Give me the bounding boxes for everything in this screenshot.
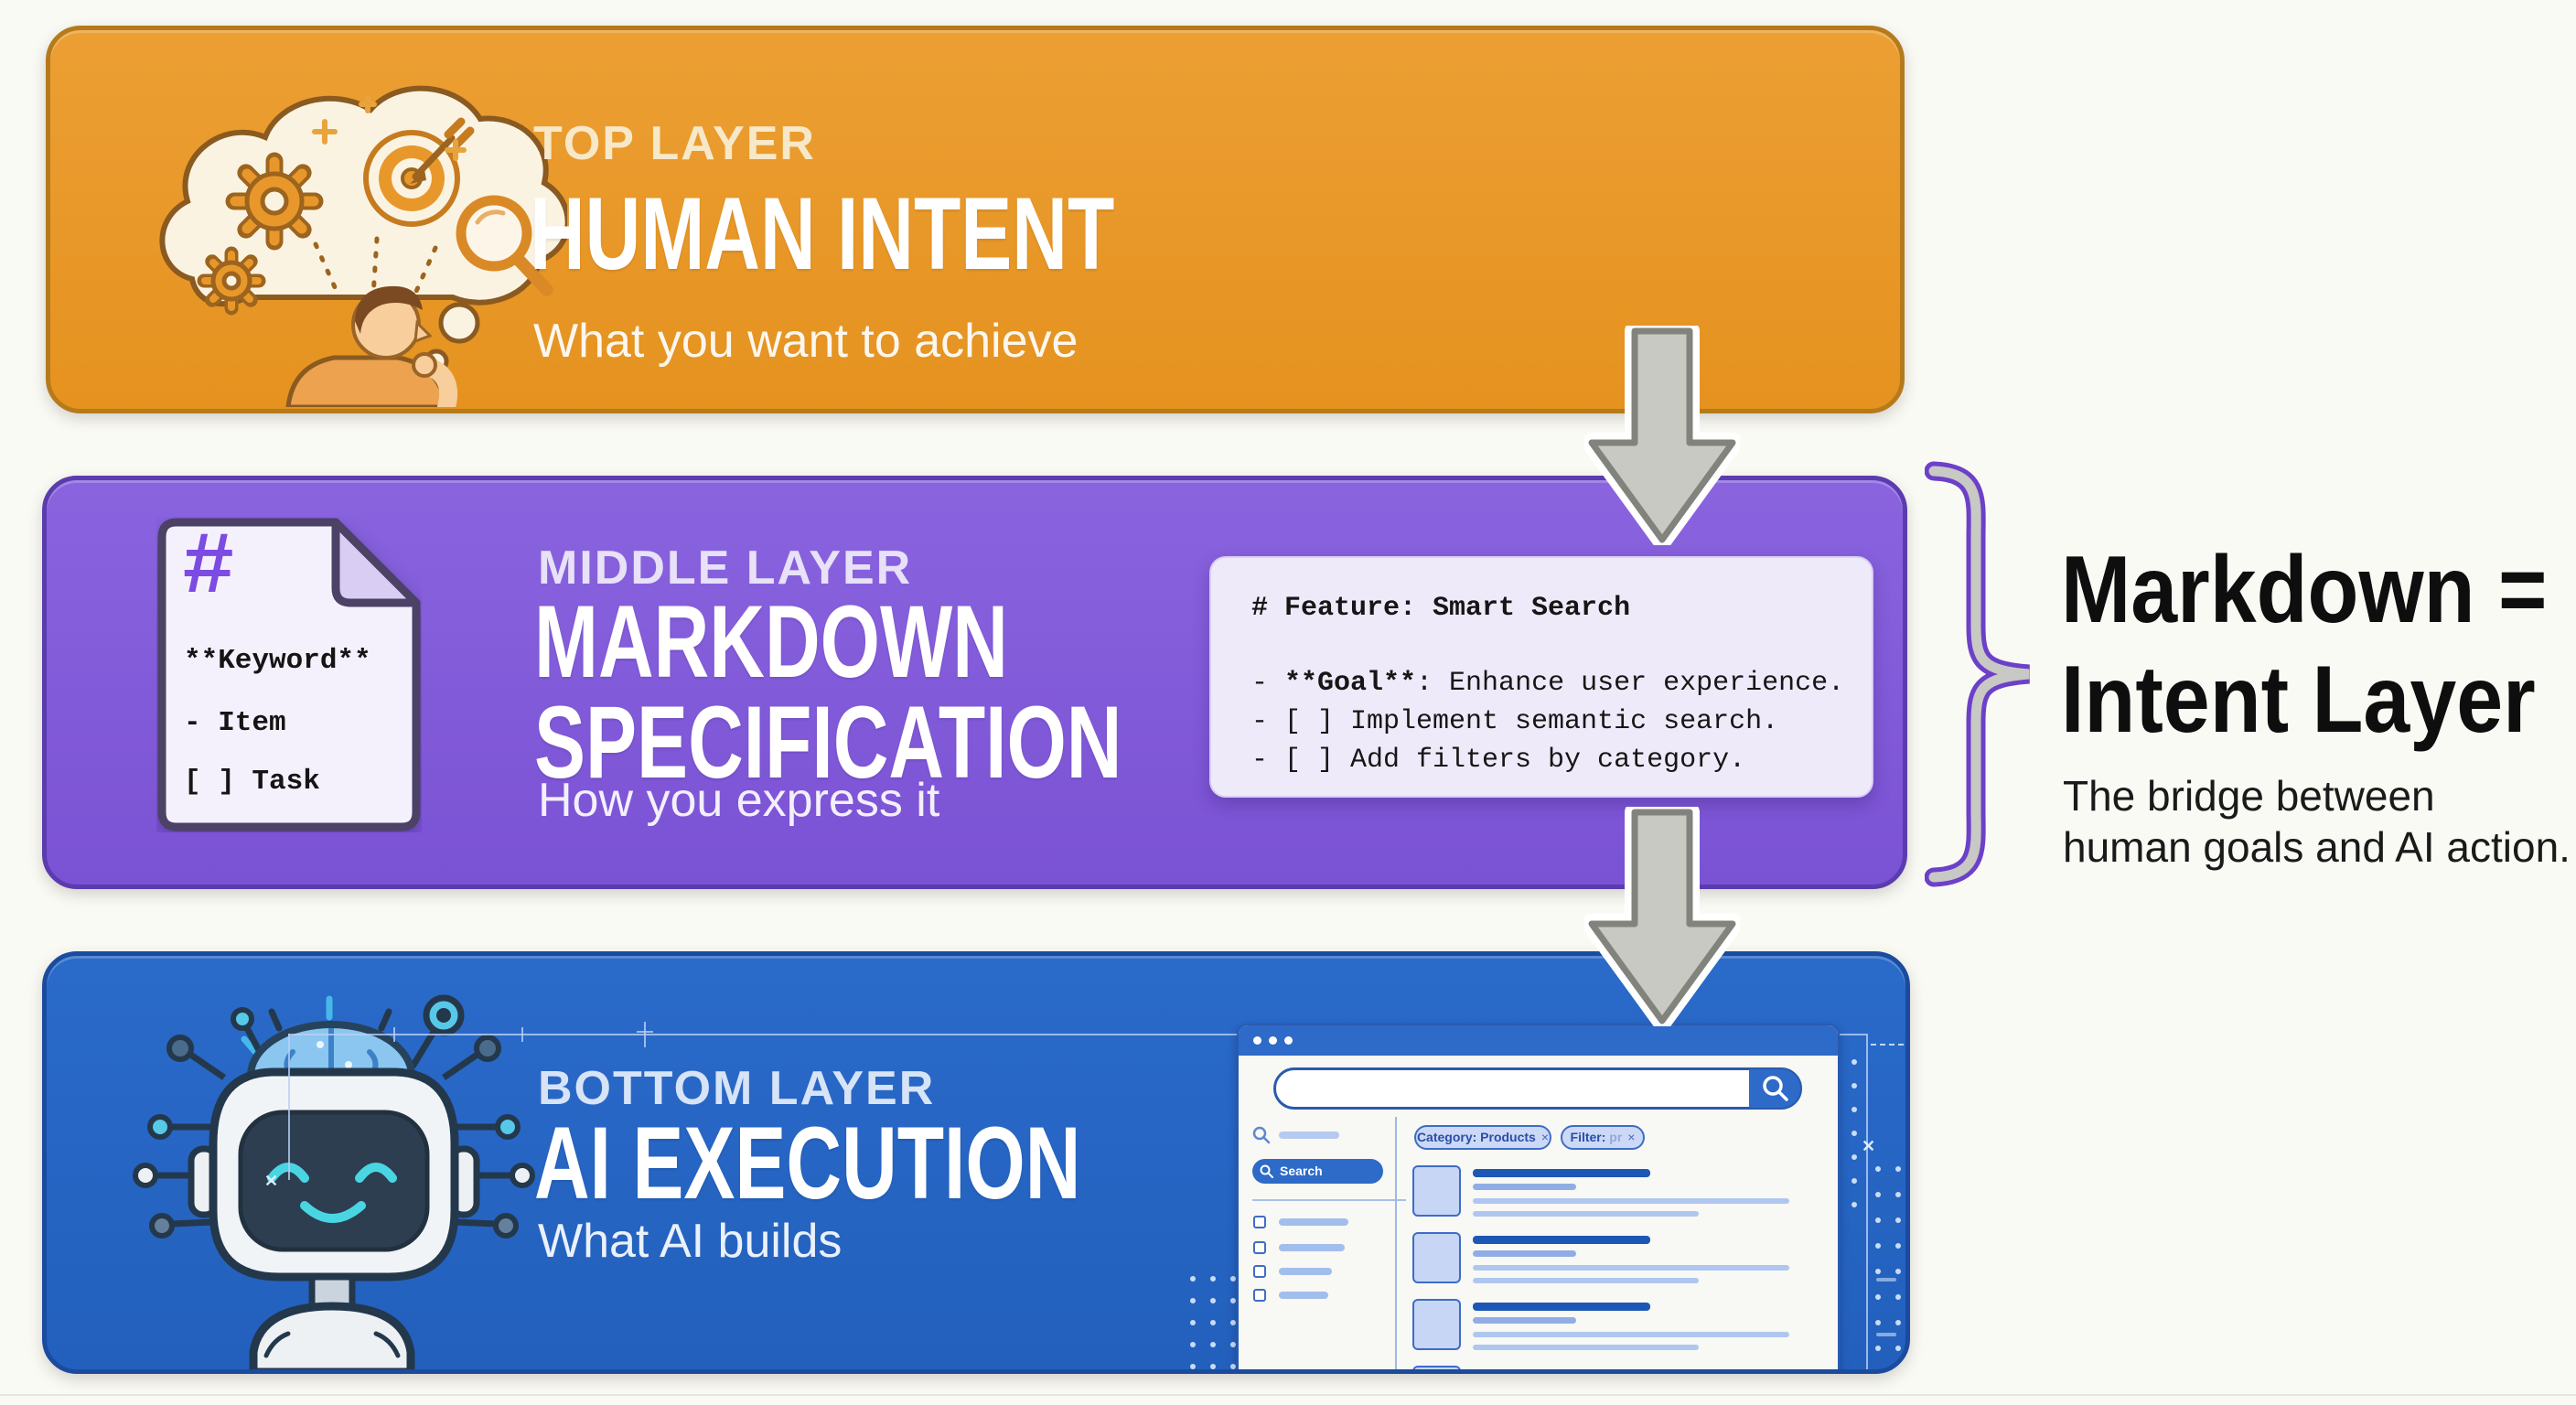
browser-mockup: Search Category: Products× Filter: pr× [1237, 1024, 1840, 1369]
middle-layer-title-line1: MARKDOWN [534, 585, 1008, 699]
snippet-task1-line: - [ ] Implement semantic search. [1251, 706, 1779, 737]
top-layer-label: TOP LAYER [533, 117, 816, 170]
mockup-search-bar [1273, 1067, 1802, 1110]
robot-icon [133, 994, 535, 1369]
middle-layer-subtitle: How you express it [538, 774, 940, 827]
bottom-layer-label: BOTTOM LAYER [538, 1062, 936, 1115]
curly-brace-icon [1925, 461, 2030, 887]
document-shape [157, 518, 421, 831]
bottom-layer-subtitle: What AI builds [538, 1215, 843, 1268]
middle-layer-title-line2: SPECIFICATION [534, 685, 1122, 799]
person [285, 285, 458, 407]
page-bottom-divider [0, 1394, 2576, 1396]
annotation-body: The bridge between human goals and AI ac… [2063, 772, 2571, 871]
search-icon [1763, 1076, 1788, 1101]
circuit-lines [133, 1035, 535, 1239]
search-icon [1252, 1126, 1271, 1144]
snippet-title: # Feature: Smart Search [1251, 593, 1631, 624]
search-icon [1260, 1164, 1273, 1178]
browser-title-bar [1239, 1025, 1838, 1056]
robot-neck [308, 1273, 356, 1310]
doc-line-task: [ ] Task [184, 766, 320, 798]
document-text: # **Keyword** - Item [ ] Task [156, 517, 422, 832]
mockup-checkbox [1253, 1216, 1266, 1228]
gear-small-icon [197, 246, 266, 316]
snippet-task2-line: - [ ] Add filters by category. [1251, 745, 1746, 776]
search-icon [456, 195, 553, 296]
mockup-search-button-label: Search [1280, 1164, 1323, 1178]
robot-torso [249, 1302, 415, 1369]
doc-line-keyword: **Keyword** [184, 645, 371, 677]
mockup-checkbox [1253, 1241, 1266, 1254]
window-dot [1253, 1036, 1261, 1045]
arrow-down-icon [1584, 326, 1740, 545]
snippet-goal-line: - **Goal**: Enhance user experience. [1251, 668, 1845, 699]
window-dot [1284, 1036, 1293, 1045]
antenna-icons [231, 994, 465, 1068]
top-layer-box: TOP LAYER HUMAN INTENT What you want to … [46, 26, 1905, 413]
arrow-down-icon [1584, 807, 1740, 1026]
blueprint-cross: ✕ [1862, 1137, 1876, 1155]
annotation-title: Markdown = Intent Layer [2061, 537, 2548, 753]
top-layer-title: HUMAN INTENT [530, 177, 1115, 291]
gear-icon [225, 152, 324, 251]
filter-chip-filter: Filter: pr× [1561, 1125, 1645, 1150]
sparkle-icons [312, 95, 467, 161]
top-layer-subtitle: What you want to achieve [533, 315, 1079, 368]
blueprint-cross: ✕ [264, 1172, 279, 1190]
mockup-search-submit [1749, 1069, 1800, 1108]
bottom-layer-title: AI EXECUTION [534, 1106, 1081, 1220]
markdown-document-icon: # **Keyword** - Item [ ] Task [156, 517, 422, 832]
spark-dashes [241, 995, 392, 1056]
markdown-spec-snippet: # Feature: Smart Search - **Goal**: Enha… [1209, 556, 1873, 798]
mockup-checkbox [1253, 1289, 1266, 1302]
thought-bubble [438, 302, 480, 344]
middle-layer-box: # **Keyword** - Item [ ] Task MIDDLE LAY… [42, 476, 1907, 889]
mockup-checkbox [1253, 1265, 1266, 1278]
sidebar-divider [1252, 1199, 1406, 1201]
doc-line-item: - Item [184, 707, 286, 739]
content-divider [1395, 1117, 1397, 1369]
thinking-person-illustration [159, 85, 567, 407]
bottom-layer-box: BOTTOM LAYER AI EXECUTION What AI builds… [42, 951, 1910, 1374]
window-dot [1269, 1036, 1277, 1045]
middle-layer-label: MIDDLE LAYER [538, 542, 913, 595]
mockup-search-button: Search [1252, 1159, 1383, 1184]
target-icon [363, 117, 475, 227]
filter-chip-category: Category: Products× [1414, 1125, 1551, 1150]
robot-face-screen [238, 1110, 430, 1252]
markdown-hash: # [182, 519, 235, 618]
